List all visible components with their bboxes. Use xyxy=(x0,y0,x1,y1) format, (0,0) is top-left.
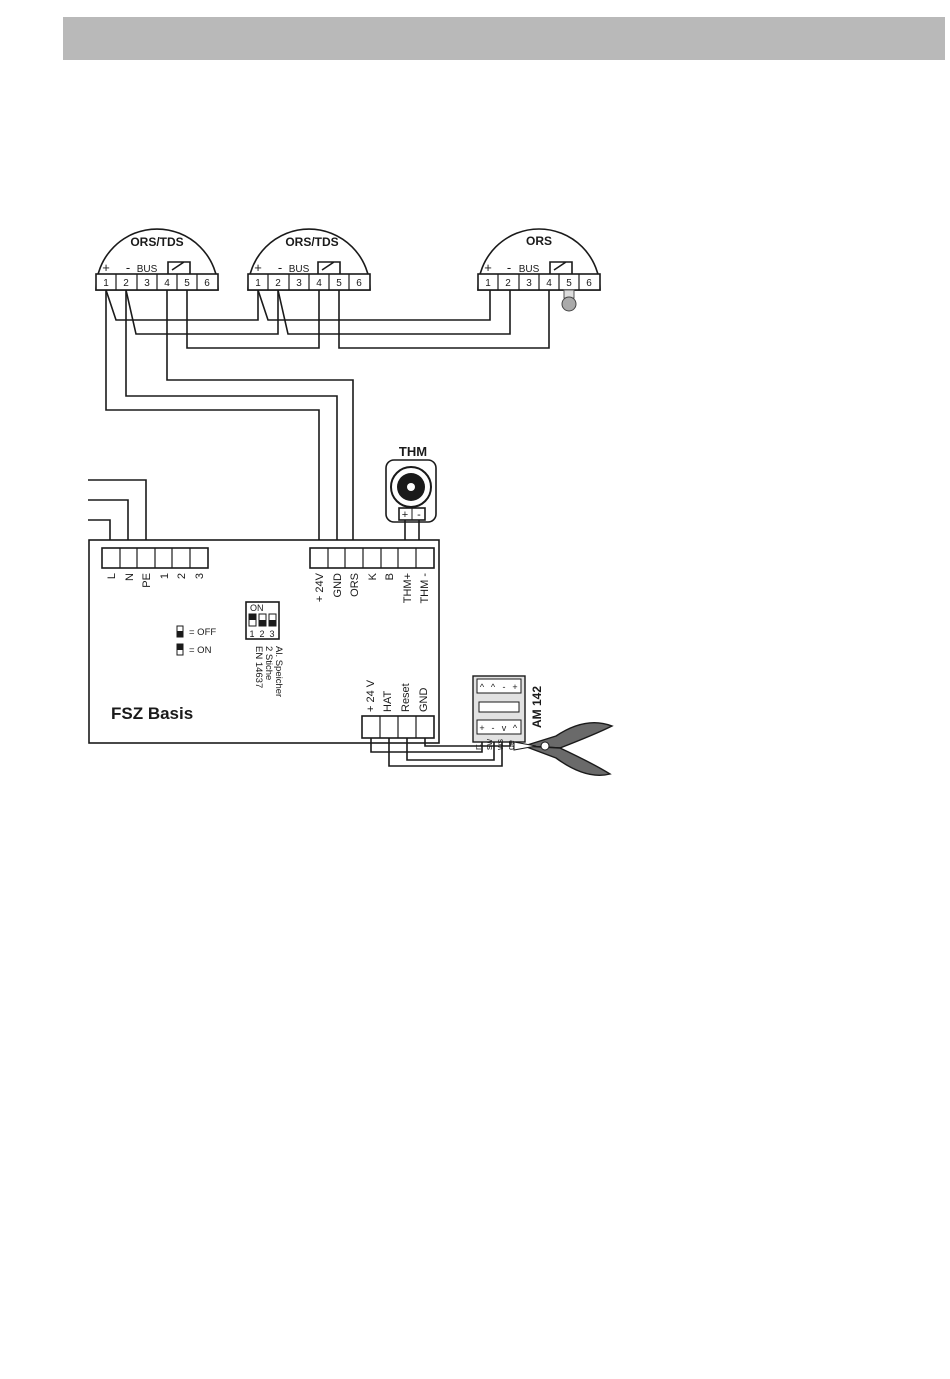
detector-2-terminal: 1 xyxy=(255,278,261,289)
module-terminal-label: Reset xyxy=(400,683,412,712)
mains-wiring xyxy=(88,480,146,548)
thm-device: THM + - xyxy=(386,444,436,548)
detector-1-terminal: 3 xyxy=(144,278,150,289)
am-bottom-mark: + xyxy=(479,723,484,733)
mains-terminal-label: 2 xyxy=(176,573,188,579)
dip-number: 3 xyxy=(269,629,274,639)
thm-minus: - xyxy=(417,509,421,521)
detector-2-terminal: 6 xyxy=(356,278,362,289)
dip-switch: ON 1 2 3 xyxy=(246,602,279,639)
detector-1: ORS/TDS + - BUS 1 2 3 4 5 6 xyxy=(96,229,218,290)
signal-terminal-label: GND xyxy=(332,573,344,598)
thm-plus: + xyxy=(402,509,408,521)
detector-2-terminal: 4 xyxy=(316,278,322,289)
dip-note: EN 14637 xyxy=(253,646,264,688)
detector-2: ORS/TDS + - BUS 1 2 3 4 5 6 xyxy=(248,229,370,290)
module-terminal-label: + 24 V xyxy=(365,679,377,712)
detector-3-minus: - xyxy=(507,260,511,275)
mains-terminal-label: N xyxy=(124,573,136,581)
signal-terminal-label: ORS xyxy=(349,573,361,597)
controller-name: FSZ Basis xyxy=(111,704,193,723)
detector-1-terminal: 1 xyxy=(103,278,109,289)
legend-on: = ON xyxy=(189,645,212,656)
detector-3-terminal: 2 xyxy=(505,278,511,289)
signal-terminal-label: THM+ xyxy=(402,573,414,603)
detector-3-plus: + xyxy=(484,260,492,275)
am-wire-label: rt xyxy=(473,744,483,750)
signal-terminal-label: K xyxy=(367,572,379,580)
detector-1-title: ORS/TDS xyxy=(130,235,183,249)
mains-terminal-label: 3 xyxy=(194,573,206,579)
am-top-mark: - xyxy=(503,682,506,692)
signal-terminal-label: B xyxy=(384,573,396,580)
dip-note: Al. Speicher xyxy=(273,646,284,697)
detector-1-minus: - xyxy=(126,260,130,275)
detector-2-title: ORS/TDS xyxy=(285,235,338,249)
detector-3: ORS + - BUS 1 2 3 4 5 6 xyxy=(478,229,600,311)
fsz-basis-controller: L N PE 1 2 3 + 24V GND ORS K B THM+ THM … xyxy=(89,540,439,743)
am-wire-label: sw xyxy=(484,739,494,751)
module-terminal-label: GND xyxy=(418,688,430,713)
am-top-mark: + xyxy=(512,682,517,692)
dip-on-label: ON xyxy=(250,603,264,613)
detector-2-minus: - xyxy=(278,260,282,275)
detector-3-terminal: 5 xyxy=(566,278,572,289)
detector-1-plus: + xyxy=(102,260,110,275)
am-bottom-mark: v xyxy=(502,723,507,733)
detector-2-plus: + xyxy=(254,260,262,275)
thm-title: THM xyxy=(399,444,427,459)
detector-1-terminal: 6 xyxy=(204,278,210,289)
detector-1-terminal: 5 xyxy=(184,278,190,289)
detector-1-terminal: 4 xyxy=(164,278,170,289)
am-bottom-mark: - xyxy=(492,723,495,733)
detector-3-terminal: 6 xyxy=(586,278,592,289)
dip-note: 2 Stiche xyxy=(263,646,274,680)
detector-3-terminal: 1 xyxy=(485,278,491,289)
dip-number: 1 xyxy=(249,629,254,639)
detector-2-terminal: 3 xyxy=(296,278,302,289)
am-wire-label: ws xyxy=(495,739,505,751)
signal-terminal-label: THM - xyxy=(419,573,431,604)
dip-number: 2 xyxy=(259,629,264,639)
detector-2-terminal: 5 xyxy=(336,278,342,289)
legend-off: = OFF xyxy=(189,627,216,638)
detector-3-title: ORS xyxy=(526,234,552,248)
signal-terminal-label: + 24V xyxy=(314,572,326,602)
am-142-module: ^ ^ - + + - v ^ AM 142 rt sw ws ge xyxy=(473,676,544,751)
mains-terminal-label: 1 xyxy=(159,573,171,579)
pliers-icon xyxy=(514,723,612,776)
mains-terminal-label: PE xyxy=(141,573,153,588)
am-title: AM 142 xyxy=(530,686,544,728)
detector-1-terminal: 2 xyxy=(123,278,129,289)
detector-3-terminal: 4 xyxy=(546,278,552,289)
resistor-icon xyxy=(562,290,576,311)
mains-terminal-label: L xyxy=(106,573,118,579)
detector-3-terminal: 3 xyxy=(526,278,532,289)
module-terminal-label: HAT xyxy=(382,691,394,712)
detector-2-terminal: 2 xyxy=(275,278,281,289)
bus-wiring xyxy=(106,290,549,548)
